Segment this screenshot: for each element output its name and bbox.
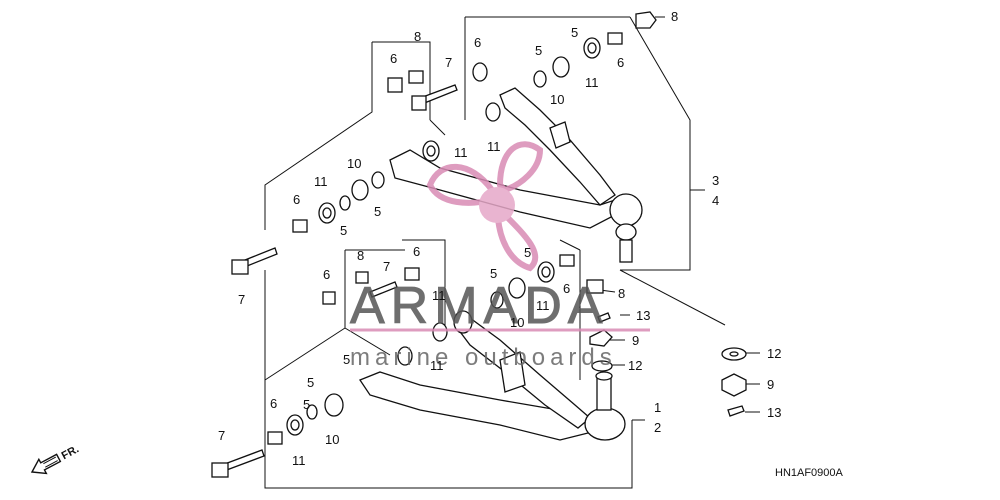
callout-8: 8 xyxy=(357,248,364,263)
callout-5: 5 xyxy=(307,375,314,390)
callout-13: 13 xyxy=(767,405,781,420)
callout-6: 6 xyxy=(293,192,300,207)
callout-6: 6 xyxy=(617,55,624,70)
callout-5: 5 xyxy=(524,245,531,260)
callout-5: 5 xyxy=(535,43,542,58)
callout-5: 5 xyxy=(571,25,578,40)
callout-5: 5 xyxy=(490,266,497,281)
callout-6: 6 xyxy=(323,267,330,282)
callout-6: 6 xyxy=(474,35,481,50)
callout-11: 11 xyxy=(454,145,468,160)
front-label: FR. xyxy=(60,443,81,462)
callout-9: 9 xyxy=(632,333,639,348)
callout-11: 11 xyxy=(487,139,501,154)
propeller-logo xyxy=(426,141,544,272)
callout-7: 7 xyxy=(238,292,245,307)
callout-5: 5 xyxy=(343,352,350,367)
callout-7: 7 xyxy=(383,259,390,274)
callout-11: 11 xyxy=(585,75,599,90)
callout-5: 5 xyxy=(340,223,347,238)
callout-8: 8 xyxy=(671,9,678,24)
callout-10: 10 xyxy=(510,315,524,330)
diagram-code: HN1AF0900A xyxy=(775,467,844,479)
callout-8: 8 xyxy=(414,29,421,44)
callout-9: 9 xyxy=(767,377,774,392)
callout-11: 11 xyxy=(432,288,446,303)
callout-5: 5 xyxy=(303,397,310,412)
callout-7: 7 xyxy=(445,55,452,70)
callout-6: 6 xyxy=(563,281,570,296)
callout-3: 3 xyxy=(712,173,719,188)
callout-10: 10 xyxy=(550,92,564,107)
callout-5: 5 xyxy=(374,204,381,219)
callout-8: 8 xyxy=(618,286,625,301)
lower-bushings xyxy=(211,254,604,478)
callout-12: 12 xyxy=(767,346,781,361)
callout-10: 10 xyxy=(325,432,339,447)
watermark-tagline: marine outboards xyxy=(350,344,617,371)
lower-control-arm xyxy=(359,317,626,441)
callout-13: 13 xyxy=(636,308,650,323)
group-lines xyxy=(264,16,760,489)
watermark: ARMADA marine outboards xyxy=(350,141,650,371)
watermark-brand: ARMADA xyxy=(350,277,608,335)
callout-12: 12 xyxy=(628,358,642,373)
ball-joint-hardware xyxy=(589,312,747,417)
callout-6: 6 xyxy=(413,244,420,259)
callout-6: 6 xyxy=(270,396,277,411)
callout-11: 11 xyxy=(430,358,444,373)
callouts: 8 5 6 5 6 8 6 7 11 10 11 11 10 11 3 4 6 … xyxy=(218,9,781,468)
callout-1: 1 xyxy=(654,400,661,415)
callout-6: 6 xyxy=(390,51,397,66)
upper-control-arm xyxy=(389,87,643,263)
callout-11: 11 xyxy=(314,174,328,189)
callout-7: 7 xyxy=(218,428,225,443)
callout-4: 4 xyxy=(712,193,719,208)
callout-11: 11 xyxy=(292,453,306,468)
callout-10: 10 xyxy=(347,156,361,171)
front-direction-indicator: FR. xyxy=(30,443,81,475)
upper-bushings xyxy=(231,11,657,275)
callout-2: 2 xyxy=(654,420,661,435)
front-arrow-icon xyxy=(30,453,62,475)
callout-11: 11 xyxy=(536,298,550,313)
